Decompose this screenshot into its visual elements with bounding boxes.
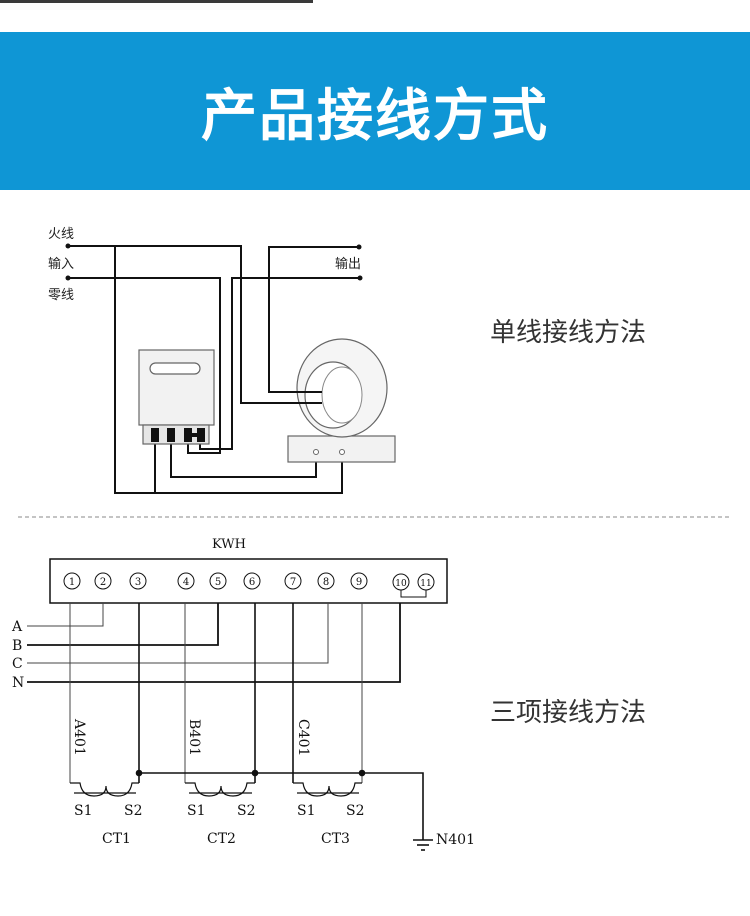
svg-text:4: 4 xyxy=(183,577,189,588)
ct3-label: CT3 xyxy=(321,831,350,847)
line-b-label: B xyxy=(12,638,22,654)
meter-label: KWH xyxy=(212,537,246,552)
ct1-label: CT1 xyxy=(102,831,131,847)
svg-text:11: 11 xyxy=(420,579,431,589)
svg-text:5: 5 xyxy=(215,577,221,588)
terminal-11: 11 xyxy=(417,573,435,591)
terminal-10: 10 xyxy=(392,573,410,591)
a401-label: A401 xyxy=(71,718,87,756)
c401-label: C401 xyxy=(295,719,311,756)
svg-text:6: 6 xyxy=(249,577,255,588)
terminal-9: 9 xyxy=(350,572,368,590)
live-label: 火线 xyxy=(48,227,74,242)
svg-text:9: 9 xyxy=(356,577,362,588)
terminal-1: 1 xyxy=(63,572,81,590)
meter-body xyxy=(138,349,215,426)
ct3-s1: S1 xyxy=(297,803,316,819)
terminal-2: 2 xyxy=(94,572,112,590)
three-phase-diagram: KWH 1 2 3 4 5 6 7 8 9 10 11 A B C N xyxy=(11,537,475,851)
svg-text:1: 1 xyxy=(69,577,75,588)
svg-text:3: 3 xyxy=(135,577,141,588)
meter-terminal-strip xyxy=(142,424,210,445)
line-n-label: N xyxy=(12,675,24,691)
ct2-s1: S1 xyxy=(187,803,206,819)
line-c-label: C xyxy=(12,656,23,672)
ct1-s1: S1 xyxy=(74,803,93,819)
live-input-wire xyxy=(68,245,322,404)
ct-base xyxy=(287,435,396,463)
svg-text:7: 7 xyxy=(290,577,296,588)
ct1-coil xyxy=(70,782,139,797)
b401-label: B401 xyxy=(186,719,202,756)
ground-icon xyxy=(413,839,433,851)
svg-text:8: 8 xyxy=(323,577,329,588)
ground-label: N401 xyxy=(436,832,475,848)
svg-text:10: 10 xyxy=(395,579,407,589)
ct2-coil xyxy=(185,782,255,797)
ct2-s2: S2 xyxy=(237,803,256,819)
terminal-5: 5 xyxy=(209,572,227,590)
page-title: 产品接线方式 xyxy=(201,83,549,149)
input-label: 输入 xyxy=(48,256,74,272)
terminal-4: 4 xyxy=(177,572,195,590)
svg-text:2: 2 xyxy=(100,577,106,588)
neutral-input-wire xyxy=(68,277,221,454)
ct3-s2: S2 xyxy=(346,803,365,819)
terminal-7: 7 xyxy=(284,572,302,590)
header-banner: 产品接线方式 xyxy=(0,32,750,190)
top-rule xyxy=(0,0,313,3)
terminal-3: 3 xyxy=(129,572,147,590)
ct1-s2: S2 xyxy=(124,803,143,819)
single-phase-diagram: 火线 输入 零线 输出 xyxy=(48,227,396,494)
ct3-coil xyxy=(293,782,362,797)
meter-terminal-box xyxy=(49,558,448,604)
output-label: 输出 xyxy=(335,256,361,272)
terminal-6: 6 xyxy=(243,572,261,590)
ct2-label: CT2 xyxy=(207,831,236,847)
single-phase-method-label: 单线接线方法 xyxy=(490,318,647,348)
neutral-output-wire xyxy=(199,277,360,450)
neutral-label: 零线 xyxy=(48,288,74,303)
terminal-circles: 1 2 3 4 5 6 7 8 9 10 11 xyxy=(63,572,435,598)
line-a-label: A xyxy=(11,619,23,635)
terminal-8: 8 xyxy=(317,572,335,590)
three-phase-method-label: 三项接线方法 xyxy=(490,698,647,728)
